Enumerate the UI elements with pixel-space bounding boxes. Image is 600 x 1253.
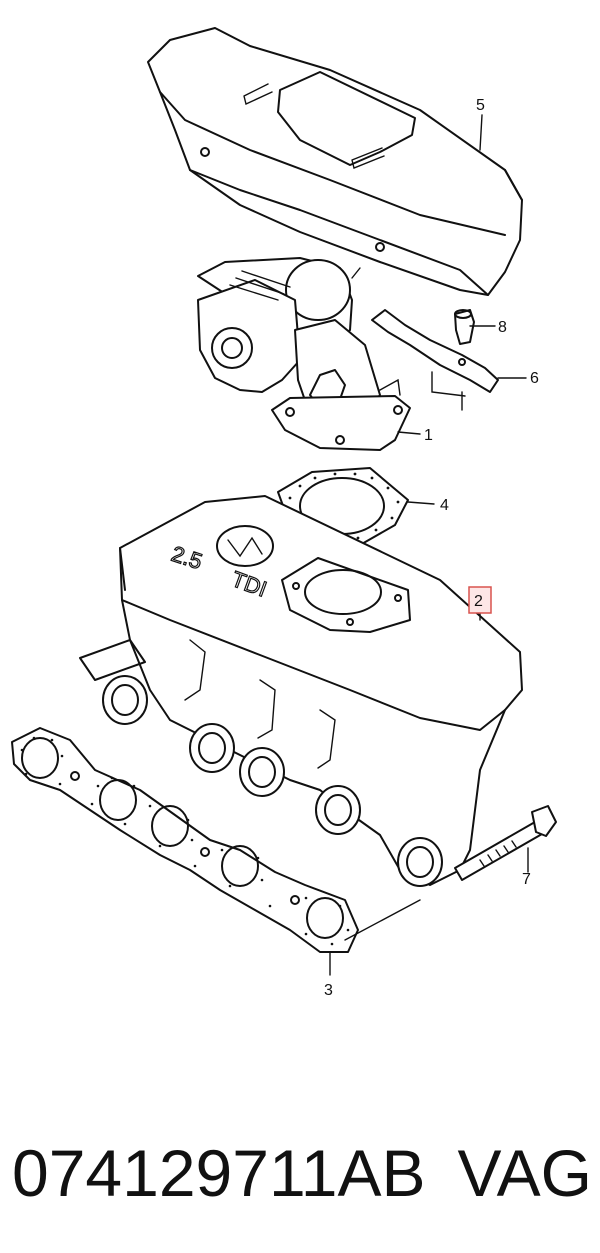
leader-lines [479,114,483,151]
callout-7-label: 7 [522,871,531,888]
callout-8-label: 8 [498,319,507,336]
engine-cover-part-5 [147,27,523,296]
callout-5-label: 5 [476,97,485,114]
intake-elbow-part-1 [197,257,421,451]
brand-name: VAG [457,1136,592,1210]
parts-diagram: 2.5 TDI 2 [11,27,557,999]
callout-1-label: 1 [424,427,433,444]
callout-2-label: 2 [474,593,483,610]
caption-bar: 074129711AB VAG [12,1118,592,1228]
callout-4-label: 4 [440,497,449,514]
part-number: 074129711AB [12,1136,426,1210]
bolt-part-7 [454,805,557,881]
manifold-gasket-part-3 [11,727,421,976]
callout-6-label: 6 [530,370,539,387]
intake-manifold-part-2: 2.5 TDI [79,495,523,887]
callout-3-label: 3 [324,982,333,999]
callout-2-highlight: 2 [468,586,492,614]
bolt-part-8 [454,309,496,345]
bracket-part-6 [371,309,527,411]
